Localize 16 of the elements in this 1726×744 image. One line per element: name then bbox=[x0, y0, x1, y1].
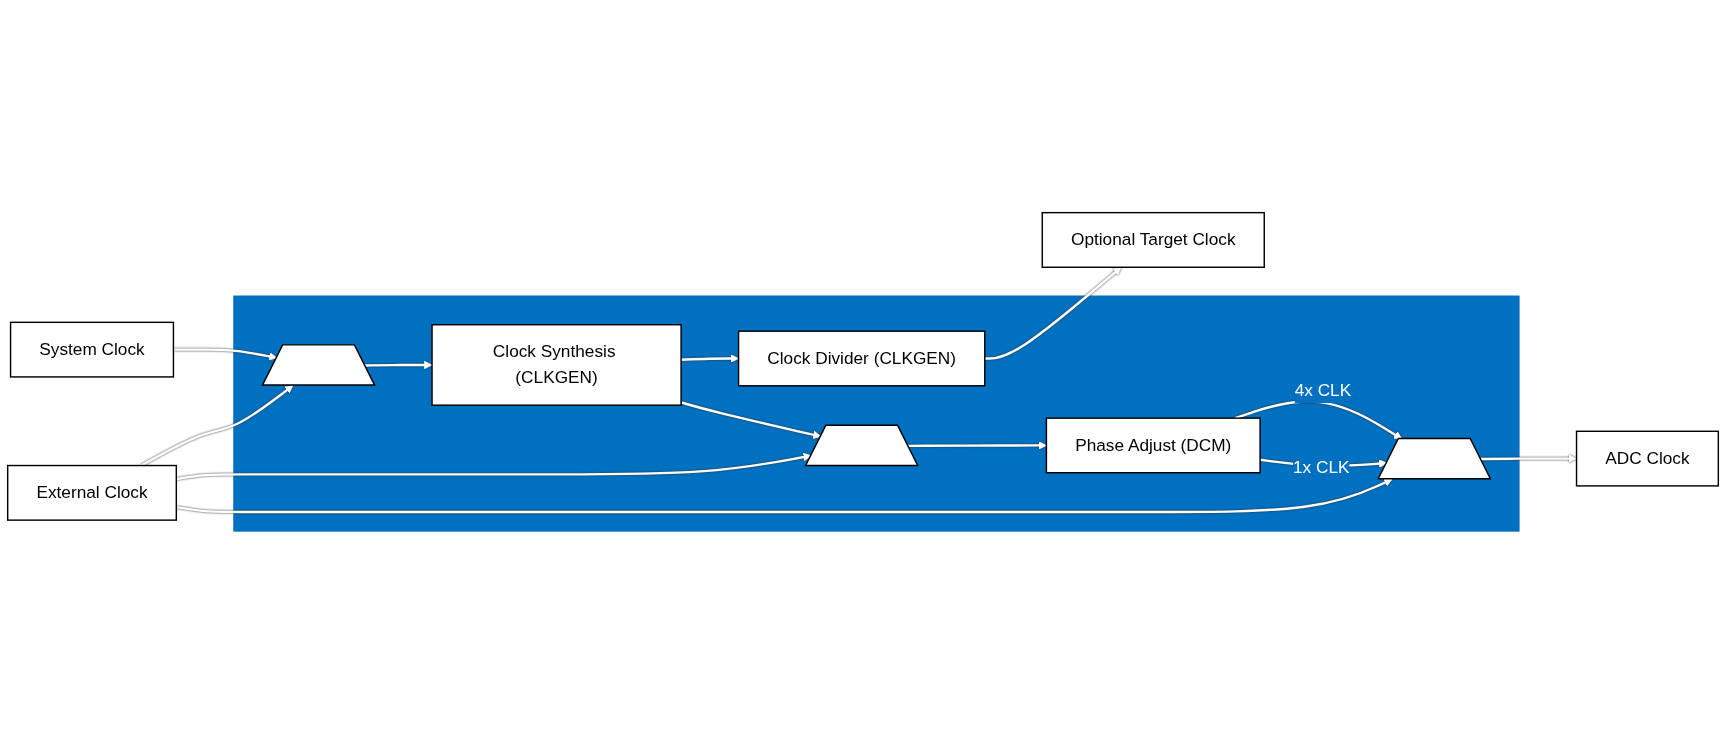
arrow bbox=[365, 360, 433, 370]
node-box: Clock Synthesis (CLKGEN) bbox=[431, 324, 682, 406]
node-trapezoid bbox=[261, 344, 376, 386]
node-box: Phase Adjust (DCM) bbox=[1045, 417, 1261, 474]
node-box: Optional Target Clock bbox=[1041, 212, 1265, 269]
node-trapezoid bbox=[1377, 437, 1492, 480]
edge-label: 1x CLK bbox=[1292, 457, 1350, 478]
node-box: System Clock bbox=[9, 321, 175, 378]
edge-label: 4x CLK bbox=[1294, 380, 1352, 400]
node-box: ADC Clock bbox=[1575, 430, 1720, 487]
arrow bbox=[908, 441, 1047, 450]
arrow bbox=[681, 354, 739, 363]
node-trapezoid bbox=[804, 424, 919, 467]
node-box: External Clock bbox=[6, 464, 178, 521]
arrow bbox=[680, 401, 822, 439]
node-box: Clock Divider (CLKGEN) bbox=[737, 330, 986, 387]
